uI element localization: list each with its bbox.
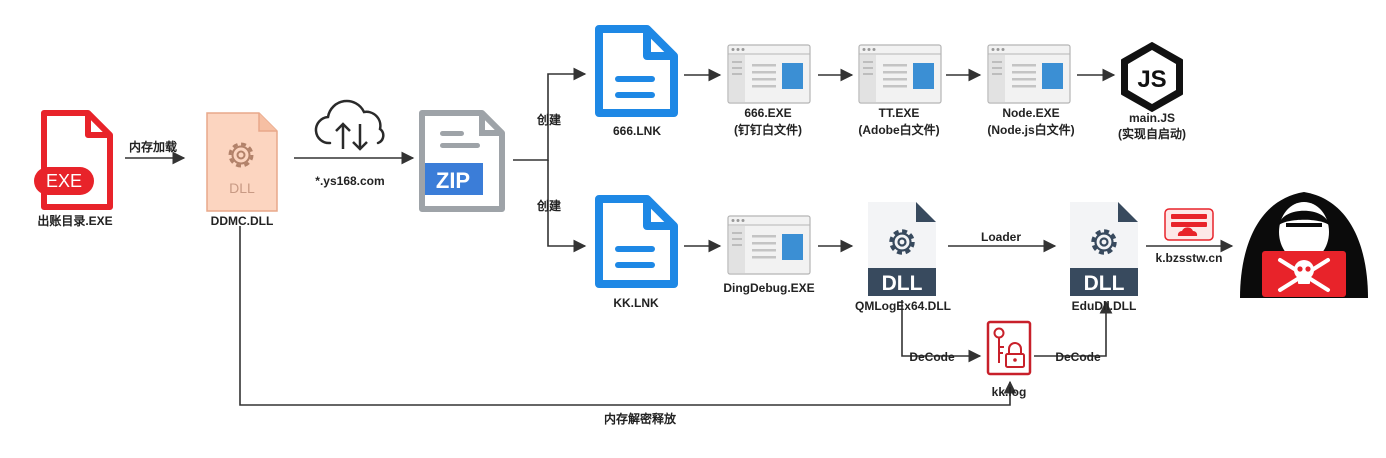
node-exe-sublabel: (Node.js白文件): [987, 122, 1074, 137]
edge-ddmc-to-kklog: [239, 226, 1017, 406]
edge-label-mem-decrypt: 内存解密释放: [604, 411, 677, 426]
ddmc-label: DDMC.DLL: [211, 214, 274, 228]
exe666-sublabel: (钉钉白文件): [734, 122, 802, 137]
tt-sublabel: (Adobe白文件): [858, 122, 939, 137]
edge-label-loader: Loader: [981, 230, 1021, 244]
edge-qmlog-to-kklog: [901, 300, 982, 363]
document-icon: [595, 25, 678, 117]
gear-icon: [889, 229, 915, 255]
ddmc-dll-node: DLL DDMC.DLL: [206, 112, 278, 228]
dingdebug-label: DingDebug.EXE: [723, 281, 814, 295]
mainjs-sublabel: (实现自启动): [1118, 126, 1186, 141]
edge-label-load: 内存加载: [129, 139, 177, 154]
mainjs-badge: JS: [1137, 66, 1166, 93]
mainjs-label: main.JS: [1129, 111, 1175, 125]
ddmc-badge: DLL: [229, 180, 255, 196]
edge-label-decode-right: DeCode: [1055, 350, 1101, 364]
lnk666-label: 666.LNK: [613, 124, 661, 138]
tt-node: TT.EXE (Adobe白文件): [858, 44, 942, 137]
kklog-label: kk.log: [992, 385, 1027, 399]
skull-icon: [1278, 258, 1330, 292]
cloud-domain-label: *.ys168.com: [315, 174, 384, 188]
server-domain-label: k.bzsstw.cn: [1156, 251, 1223, 265]
exe-file-node: EXE 出账目录.EXE: [34, 110, 113, 228]
node-exe-label: Node.EXE: [1002, 106, 1059, 120]
qmlog-label: QMLogEx64.DLL: [855, 299, 951, 313]
cloud-sync-icon: [314, 99, 385, 151]
document-icon: [595, 195, 678, 288]
edudll-label: EduDll.DLL: [1072, 299, 1137, 313]
zip-node: ZIP: [419, 110, 505, 212]
mainjs-node: JS main.JS (实现自启动): [1118, 42, 1186, 141]
exe666-label: 666.EXE: [744, 106, 791, 120]
dll-file-icon: DLL: [1070, 202, 1138, 296]
hacker-icon: [1240, 192, 1368, 298]
lnk666-node: 666.LNK: [595, 25, 678, 138]
qmlog-badge: DLL: [882, 272, 923, 295]
zip-badge: ZIP: [436, 168, 470, 193]
nodejs-icon: JS: [1121, 42, 1183, 112]
exe-badge: EXE: [46, 171, 82, 191]
edge-zip-to-kklnk: [547, 160, 587, 253]
server-icon: [1164, 208, 1214, 241]
exe666-node: 666.EXE (钉钉白文件): [727, 44, 811, 137]
edge-labels: 内存加载 创建 创建 Loader DeCode DeCode 内存解密释放: [129, 112, 1101, 426]
dingdebug-node: DingDebug.EXE: [723, 215, 815, 295]
exe-file-icon: EXE: [34, 110, 113, 210]
lnkkk-label: KK.LNK: [613, 296, 659, 310]
gear-icon: [228, 142, 254, 168]
edge-zip-to-666lnk: [513, 67, 587, 161]
edge-label-create-bottom: 创建: [536, 198, 562, 213]
tt-label: TT.EXE: [879, 106, 920, 120]
edudll-node: DLL EduDll.DLL: [1070, 202, 1138, 313]
app-window-icon: [987, 44, 1071, 104]
qmlog-node: DLL QMLogEx64.DLL: [855, 202, 951, 313]
edge-label-create-top: 创建: [536, 112, 562, 127]
server-node: k.bzsstw.cn: [1156, 208, 1223, 265]
app-window-icon: [727, 215, 811, 275]
app-window-icon: [858, 44, 942, 104]
dll-file-icon: DLL: [206, 112, 278, 212]
lnkkk-node: KK.LNK: [595, 195, 678, 310]
zip-file-icon: ZIP: [419, 110, 505, 212]
exe-label: 出账目录.EXE: [37, 213, 112, 228]
edudll-badge: DLL: [1084, 272, 1125, 295]
key-lock-file-icon: [986, 320, 1032, 376]
edge-label-decode-left: DeCode: [909, 350, 955, 364]
edges: [125, 67, 1234, 406]
gear-icon: [1091, 229, 1117, 255]
edge-kklog-to-edudll: [1034, 300, 1113, 357]
cloud-node: *.ys168.com: [314, 99, 385, 188]
kklog-node: kk.log: [986, 320, 1032, 399]
dll-file-icon: DLL: [868, 202, 936, 296]
node-exe-node: Node.EXE (Node.js白文件): [987, 44, 1075, 137]
app-window-icon: [727, 44, 811, 104]
